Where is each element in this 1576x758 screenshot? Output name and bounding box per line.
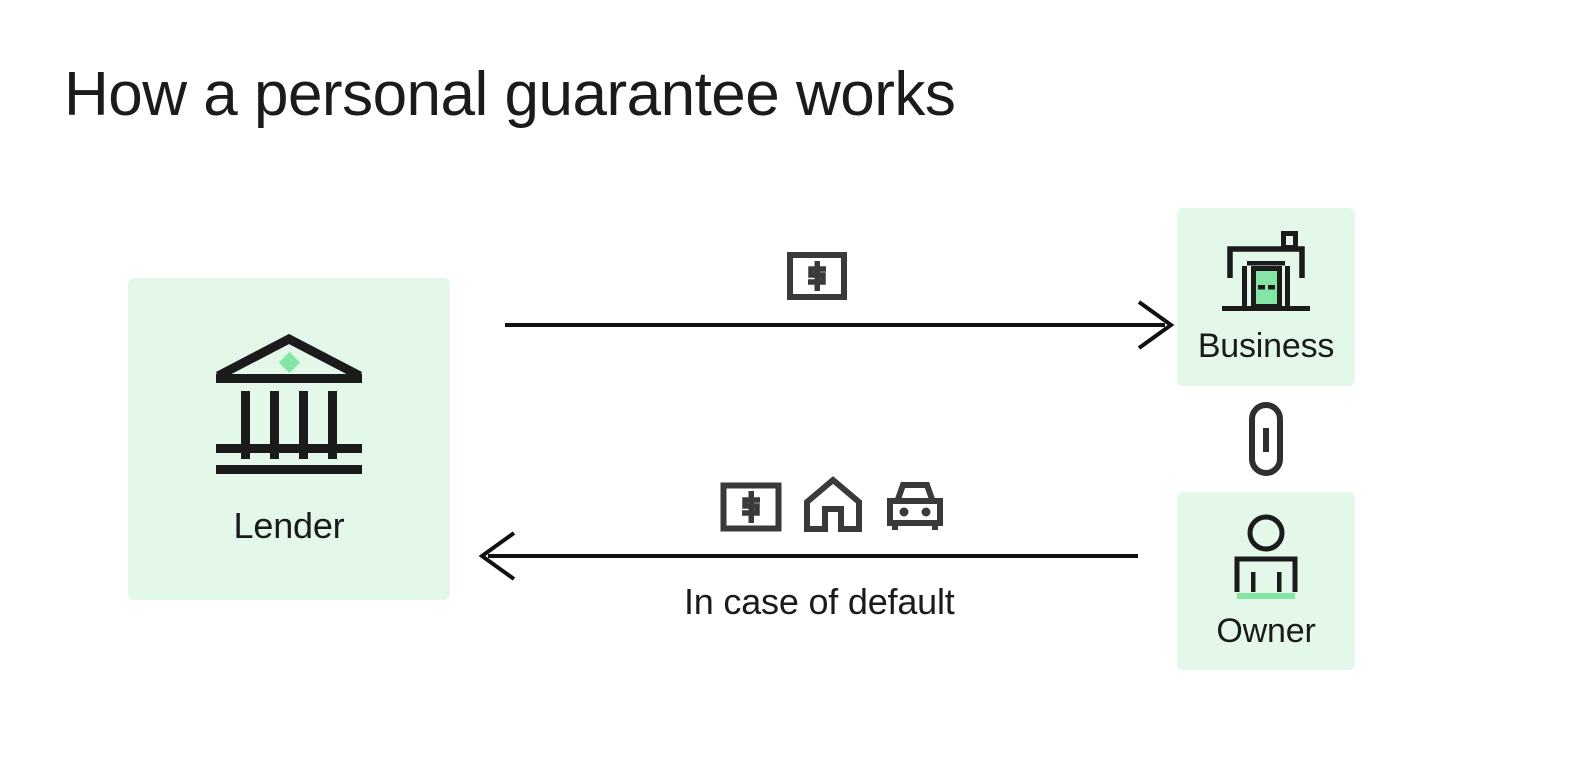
flow-loan-icon-group — [787, 252, 847, 300]
entity-label-lender: Lender — [233, 505, 345, 546]
entity-card-lender: Lender — [128, 278, 450, 600]
flow-arrow-loan — [505, 296, 1177, 354]
car-icon — [884, 480, 946, 532]
banknote-icon — [787, 252, 847, 300]
house-icon — [804, 476, 862, 532]
person-icon — [1225, 514, 1307, 602]
entity-label-business: Business — [1197, 327, 1335, 365]
page-title: How a personal guarantee works — [64, 60, 956, 129]
entity-label-owner: Owner — [1216, 612, 1316, 650]
entity-card-business: Business — [1177, 208, 1355, 386]
paperclip-icon — [1243, 402, 1289, 476]
flow-recovery-caption: In case of default — [684, 581, 955, 622]
flow-arrow-recovery — [478, 527, 1138, 585]
banknote-icon — [720, 482, 782, 532]
entity-card-owner: Owner — [1177, 492, 1355, 670]
flow-recovery-icon-group — [720, 476, 946, 532]
storefront-icon — [1217, 231, 1315, 317]
bank-icon — [214, 333, 364, 466]
bank-base-icon — [216, 444, 362, 474]
